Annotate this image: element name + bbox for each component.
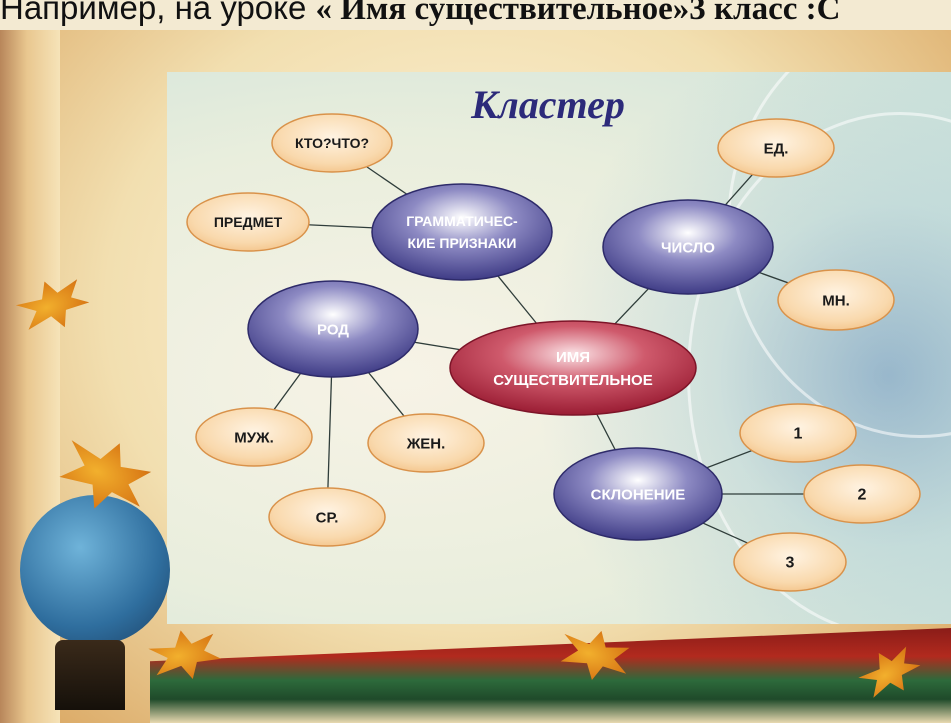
node-ellipse-ed <box>717 118 835 178</box>
page-caption: Например, на уроке « Имя существительное… <box>0 0 951 30</box>
node-muzh: МУЖ. <box>195 407 313 467</box>
node-ellipse-mn <box>777 269 895 331</box>
node-rod: РОД <box>247 280 419 378</box>
node-ellipse-sklon <box>553 447 723 541</box>
node-mn: МН. <box>777 269 895 331</box>
node-ellipse-s2 <box>803 464 921 524</box>
node-s3: 3 <box>733 532 847 592</box>
node-label-zhen: ЖЕН. <box>406 435 446 452</box>
node-label-sklon: СКЛОНЕНИЕ <box>591 486 686 503</box>
node-label-center: СУЩЕСТВИТЕЛЬНОЕ <box>493 372 652 389</box>
node-ellipse-center <box>449 320 697 416</box>
node-label-muzh: МУЖ. <box>234 429 274 446</box>
node-label-s2: 2 <box>858 487 867 504</box>
node-label-gram: КИЕ ПРИЗНАКИ <box>408 235 517 251</box>
caption-bold-text: « Имя существительное»3 класс :С <box>315 0 841 27</box>
node-ellipse-sr <box>268 487 386 547</box>
node-ellipse-zhen <box>367 413 485 473</box>
node-label-chislo: ЧИСЛО <box>661 239 715 256</box>
node-label-gram: ГРАММАТИЧЕС- <box>406 213 518 229</box>
node-gram: ГРАММАТИЧЕС- КИЕ ПРИЗНАКИ <box>371 183 553 281</box>
node-label-predmet: ПРЕДМЕТ <box>214 214 283 230</box>
caption-text: Например, на уроке <box>0 0 307 26</box>
node-sklon: СКЛОНЕНИЕ <box>553 447 723 541</box>
globe-stand-decoration <box>55 640 125 710</box>
node-s2: 2 <box>803 464 921 524</box>
node-ellipse-s1 <box>739 403 857 463</box>
node-kto: КТО?ЧТО? <box>271 113 393 173</box>
node-predmet: ПРЕДМЕТ <box>186 192 310 252</box>
node-label-ed: ЕД. <box>764 140 789 157</box>
node-label-mn: МН. <box>822 292 850 309</box>
node-ellipse-chislo <box>602 199 774 295</box>
cluster-title: Кластер <box>470 82 625 127</box>
node-center: ИМЯ СУЩЕСТВИТЕЛЬНОЕ <box>449 320 697 416</box>
node-label-sr: СР. <box>316 509 339 526</box>
node-ellipse-s3 <box>733 532 847 592</box>
node-zhen: ЖЕН. <box>367 413 485 473</box>
node-ellipse-gram <box>371 183 553 281</box>
node-ed: ЕД. <box>717 118 835 178</box>
node-label-rod: РОД <box>317 321 349 338</box>
node-ellipse-predmet <box>186 192 310 252</box>
node-ellipse-muzh <box>195 407 313 467</box>
node-ellipse-kto <box>271 113 393 173</box>
node-ellipse-rod <box>247 280 419 378</box>
node-label-s3: 3 <box>786 555 795 572</box>
globe-decoration <box>20 495 170 645</box>
node-label-s1: 1 <box>794 426 803 443</box>
node-s1: 1 <box>739 403 857 463</box>
node-chislo: ЧИСЛО <box>602 199 774 295</box>
node-label-kto: КТО?ЧТО? <box>295 135 369 151</box>
node-sr: СР. <box>268 487 386 547</box>
node-label-center: ИМЯ <box>556 349 590 366</box>
